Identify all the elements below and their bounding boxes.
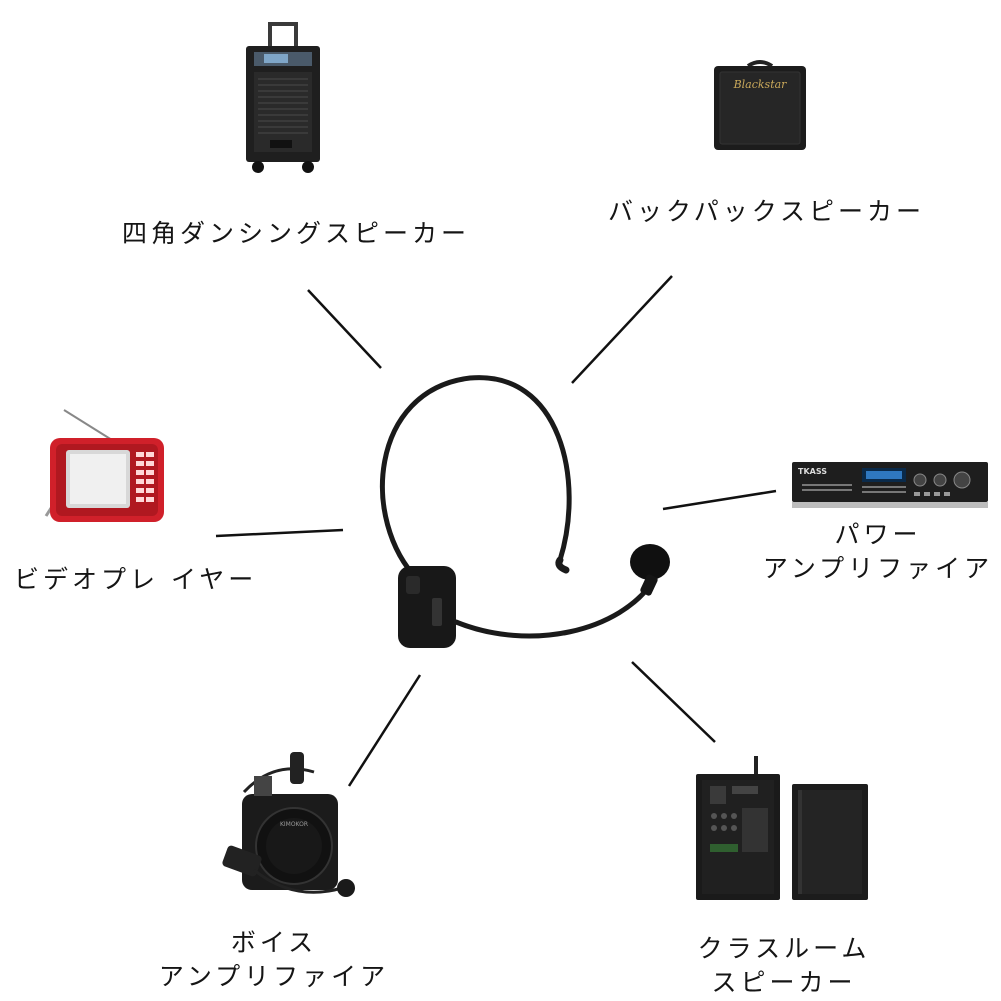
guitar-amp-icon: Blackstar: [712, 58, 808, 152]
label-backpack-speaker: バックパックスピーカー: [608, 197, 926, 226]
connector-video-player: [215, 528, 344, 538]
backpack-speaker-brand: Blackstar: [733, 78, 788, 91]
label-power-amplifier-line-1: パワー: [834, 520, 922, 549]
bookshelf-speakers-icon: [692, 756, 872, 906]
label-classroom-speaker-line-2: スピーカー: [711, 968, 857, 997]
label-voice-amplifier-line-1: ボイス: [230, 928, 318, 957]
label-power-amplifier-line-2: アンプリファイア: [762, 554, 994, 583]
label-classroom-speaker: クラスルーム スピーカー: [680, 932, 888, 1000]
voice-amplifier-brand: KIMOKOR: [280, 821, 308, 828]
waist-voice-amplifier-icon: KIMOKOR: [214, 752, 364, 910]
label-power-amplifier: パワー アンプリファイア: [760, 518, 996, 586]
connector-classroom-speaker: [631, 661, 716, 743]
label-voice-amplifier: ボイス アンプリファイア: [152, 926, 396, 994]
label-video-player: ビデオプレ イヤー: [14, 565, 258, 594]
label-voice-amplifier-line-2: アンプリファイア: [158, 962, 390, 991]
power-amplifier-brand: TKASS: [798, 467, 827, 476]
portable-video-player-icon: [42, 408, 172, 528]
label-classroom-speaker-line-1: クラスルーム: [697, 934, 871, 963]
label-square-dancing-speaker: 四角ダンシングスピーカー: [122, 219, 471, 248]
wireless-headset-microphone-icon: [360, 370, 680, 660]
connector-square-dancing-speaker: [307, 289, 382, 369]
rack-amplifier-icon: TKASS: [792, 458, 988, 514]
trolley-speaker-icon: [240, 22, 326, 174]
connector-backpack-speaker: [571, 275, 673, 384]
